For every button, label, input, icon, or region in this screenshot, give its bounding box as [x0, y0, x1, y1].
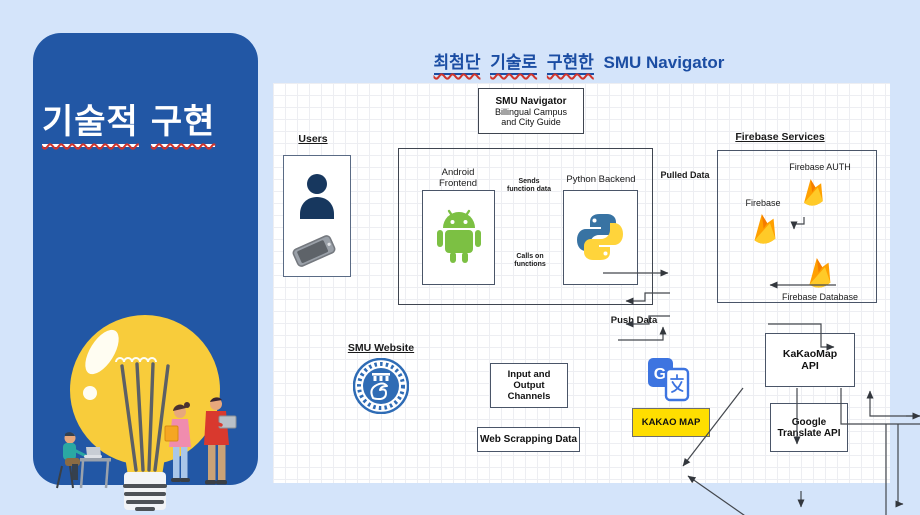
gt-api-line2: Translate API — [777, 427, 841, 439]
io-channels-box: Input and Output Channels — [490, 363, 568, 408]
firebase-services-box — [717, 150, 877, 303]
sidebar-title-word1: 기술적 — [42, 103, 139, 147]
title-korean-word1: 최첨단 — [433, 53, 481, 75]
push-data-label: Push Data — [610, 315, 658, 326]
bulb-highlight — [85, 329, 119, 375]
sidebar-title-word2: 구현 — [150, 103, 216, 147]
firebase-auth-icon — [804, 179, 823, 206]
google-translate-api-box: Google Translate API — [770, 403, 848, 452]
title-app-name: SMU Navigator — [603, 53, 725, 72]
firebase-auth-label: Firebase AUTH — [789, 162, 851, 172]
calls-line1: Calls on — [516, 253, 544, 260]
smu-navigator-box: SMU Navigator Billingual Campus and City… — [478, 88, 584, 134]
firebase-services-label: Firebase Services — [735, 131, 825, 143]
filament-coils — [115, 357, 157, 363]
firebase-core-icon — [754, 214, 776, 244]
io-line2: Output — [513, 380, 545, 391]
sends-line1: Sends — [518, 178, 540, 185]
smu-navigator-box-sub1: Billingual Campus — [494, 106, 568, 117]
python-backend-label: Python Backend — [566, 174, 636, 185]
standing-man — [204, 397, 237, 485]
firebase-database-icon — [809, 258, 831, 288]
kakao-map-box: KAKAO MAP — [632, 408, 710, 437]
android-frontend-box — [422, 190, 495, 285]
smu-navigator-box-sub2: and City Guide — [501, 116, 561, 127]
kakao-map-label: KAKAO MAP — [641, 417, 701, 428]
calls-on-functions-label: Calls on functions — [500, 253, 560, 269]
kakaomap-api-line1: KaKaoMap — [782, 348, 838, 360]
kakaomap-api-line2: API — [801, 360, 819, 372]
calls-line2: functions — [514, 261, 546, 269]
title-korean-word3: 구현한 — [546, 53, 594, 75]
svg-text:G: G — [654, 366, 666, 383]
web-scraping-box: Web Scrapping Data — [477, 427, 580, 452]
filament-wires — [120, 362, 170, 472]
bulb-highlight-dot — [83, 386, 97, 400]
firebase-database-label: Firebase Database — [781, 292, 859, 302]
title-korean-word2: 기술로 — [490, 53, 538, 75]
app-container-box — [398, 148, 653, 305]
firebase-core-label: Firebase — [745, 198, 781, 208]
sends-function-data-label: Sends function data — [498, 178, 560, 194]
python-backend-box — [563, 190, 638, 285]
standing-woman — [164, 402, 191, 482]
google-translate-icon: G — [648, 358, 690, 402]
users-label: Users — [298, 133, 328, 145]
person-at-desk — [56, 432, 111, 489]
diagram-canvas: SMU Navigator Billingual Campus and City… — [273, 83, 920, 515]
kakaomap-api-box: KaKaoMap API — [765, 333, 855, 387]
android-frontend-line1: Android — [441, 167, 475, 178]
web-scraping-label: Web Scrapping Data — [479, 434, 578, 445]
lightbulb-illustration — [56, 315, 237, 511]
io-line3: Channels — [507, 391, 551, 402]
smu-navigator-box-title: SMU Navigator — [495, 95, 567, 107]
slide-main-title: 최첨단 기술로 구현한 SMU Navigator — [273, 48, 890, 75]
smu-website-label: SMU Website — [347, 342, 415, 354]
user-person-icon — [300, 174, 334, 219]
pulled-data-label: Pulled Data — [660, 170, 710, 180]
bulb-base — [124, 472, 166, 510]
android-frontend-label: Android Frontend — [420, 167, 496, 190]
smu-university-seal — [353, 358, 409, 414]
bulb-base-ridges — [123, 484, 167, 511]
gt-api-line1: Google — [791, 416, 827, 428]
io-line1: Input and — [507, 369, 551, 380]
smartphone-icon — [291, 233, 338, 268]
android-robot-icon — [437, 209, 481, 263]
android-frontend-line2: Frontend — [438, 177, 478, 189]
sends-line2: function data — [507, 186, 551, 194]
python-logo-icon — [577, 214, 623, 260]
